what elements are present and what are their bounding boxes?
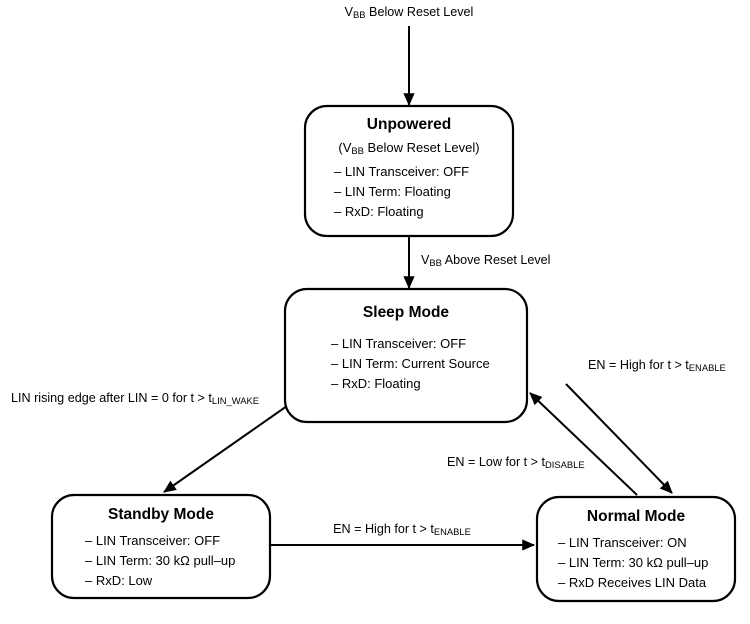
state-bullet-sleep-2: – RxD: Floating: [331, 376, 421, 391]
state-bullet-normal-0: – LIN Transceiver: ON: [558, 535, 687, 550]
state-box-standby[interactable]: Standby Mode – LIN Transceiver: OFF – LI…: [50, 493, 272, 600]
edge-label-normal-to-sleep: EN = Low for t > tDISABLE: [447, 455, 585, 470]
edge-label-sleep-to-standby: LIN rising edge after LIN = 0 for t > tL…: [11, 391, 259, 406]
edge-label-unpowered-to-sleep: VBB Above Reset Level: [421, 253, 550, 268]
state-bullet-normal-1: – LIN Term: 30 kΩ pull–up: [558, 555, 708, 570]
state-bullet-sleep-0: – LIN Transceiver: OFF: [331, 336, 466, 351]
edge-sleep-to-normal: [565, 383, 673, 494]
state-subtitle-unpowered: (VBB Below Reset Level): [338, 140, 479, 156]
state-box-unpowered[interactable]: Unpowered (VBB Below Reset Level) – LIN …: [303, 104, 515, 238]
state-bullet-unpowered-2: – RxD: Floating: [334, 204, 424, 219]
edge-label-entry-to-unpowered: VBB Below Reset Level: [345, 5, 474, 20]
state-bullet-standby-0: – LIN Transceiver: OFF: [85, 533, 220, 548]
state-title-unpowered: Unpowered: [367, 116, 451, 133]
state-title-normal: Normal Mode: [587, 508, 686, 525]
state-title-sleep: Sleep Mode: [363, 304, 450, 321]
state-box-sleep-shape: [283, 287, 529, 424]
state-box-normal[interactable]: Normal Mode – LIN Transceiver: ON – LIN …: [535, 495, 737, 603]
edge-label-standby-to-normal: EN = High for t > tENABLE: [333, 522, 471, 537]
state-bullet-standby-2: – RxD: Low: [85, 573, 153, 588]
state-box-unpowered-shape: [303, 104, 515, 238]
edge-normal-to-sleep: [529, 392, 638, 496]
state-box-standby-shape: [50, 493, 272, 600]
state-bullet-sleep-1: – LIN Term: Current Source: [331, 356, 490, 371]
edge-label-sleep-to-normal: EN = High for t > tENABLE: [588, 358, 726, 373]
state-bullet-normal-2: – RxD Receives LIN Data: [558, 575, 707, 590]
state-bullet-standby-1: – LIN Term: 30 kΩ pull–up: [85, 553, 235, 568]
state-bullet-unpowered-0: – LIN Transceiver: OFF: [334, 164, 469, 179]
state-bullet-unpowered-1: – LIN Term: Floating: [334, 184, 451, 199]
edge-sleep-to-standby: [163, 405, 288, 493]
state-box-sleep[interactable]: Sleep Mode – LIN Transceiver: OFF – LIN …: [283, 287, 529, 424]
state-box-normal-shape: [535, 495, 737, 603]
state-title-standby: Standby Mode: [108, 506, 214, 523]
